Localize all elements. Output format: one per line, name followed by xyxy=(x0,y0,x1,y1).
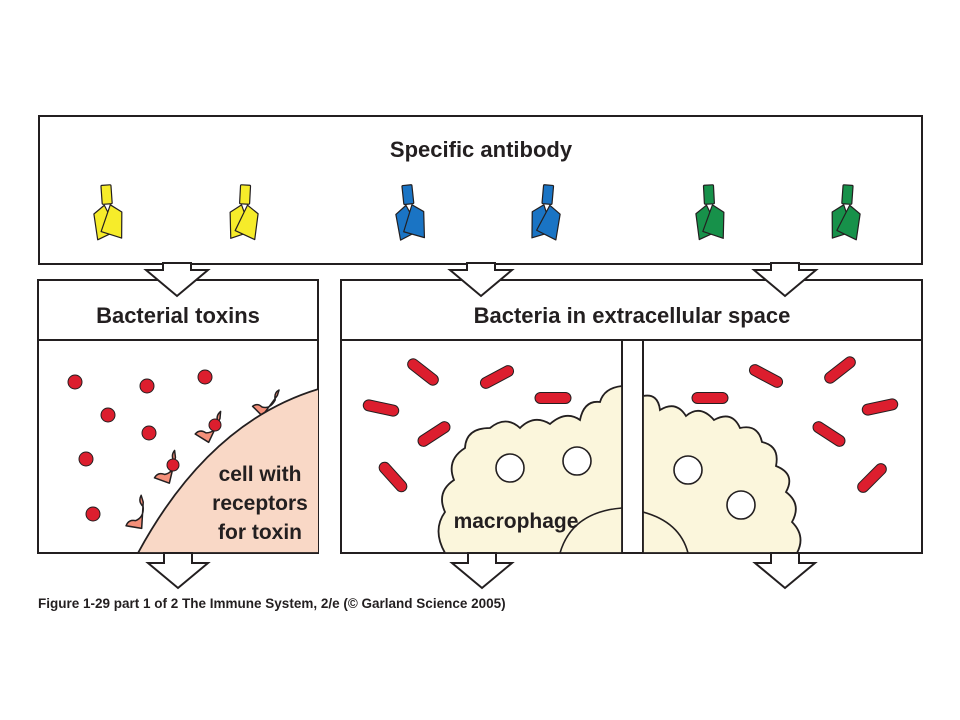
arrow-down xyxy=(145,552,211,590)
bacteria xyxy=(362,356,899,493)
svg-text:receptors: receptors xyxy=(212,492,308,515)
arrow-down xyxy=(752,552,818,590)
toxin-receptor-cell xyxy=(136,388,318,553)
free-toxins xyxy=(67,369,213,522)
bacteria-extracellular-header: Bacteria in extracellular space xyxy=(474,303,791,328)
arrow-down xyxy=(447,262,515,298)
arrow-down xyxy=(449,552,515,590)
left-panel: Bacterial toxins xyxy=(37,279,319,554)
vacuoles-right xyxy=(673,455,756,520)
arrow-down xyxy=(143,262,211,298)
figure-caption: Figure 1-29 part 1 of 2 The Immune Syste… xyxy=(38,596,506,611)
svg-text:for toxin: for toxin xyxy=(218,521,302,544)
svg-text:cell with: cell with xyxy=(219,463,302,486)
top-box: Specific antibody xyxy=(38,115,923,265)
bacterial-toxins-header: Bacterial toxins xyxy=(96,303,260,328)
arrow-down xyxy=(751,262,819,298)
macrophage-label: macrophage xyxy=(454,510,579,533)
arrows xyxy=(143,262,819,590)
vacuoles-left xyxy=(495,446,592,483)
bound-toxins xyxy=(166,418,222,472)
specific-antibody-title: Specific antibody xyxy=(390,137,573,162)
cell-label: cell with receptors for toxin xyxy=(212,463,308,544)
right-panel: Bacteria in extracellular space macropha… xyxy=(340,279,923,554)
macrophage-left xyxy=(437,385,622,553)
macrophage-right xyxy=(643,394,802,553)
